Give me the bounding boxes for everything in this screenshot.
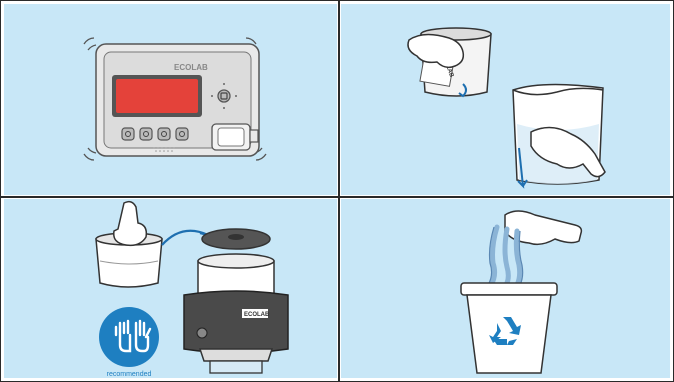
grid-divider-horizontal — [0, 196, 674, 198]
grid-divider-vertical — [338, 0, 340, 382]
